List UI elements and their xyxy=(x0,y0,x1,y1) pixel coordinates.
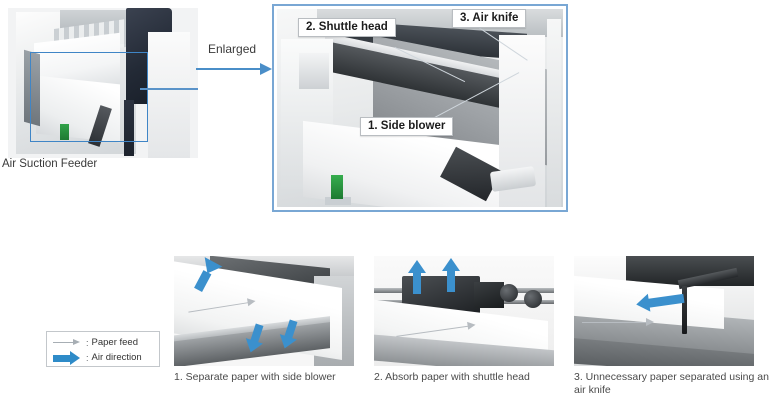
step-2-photo xyxy=(374,256,554,366)
step-3-photo xyxy=(574,256,754,366)
legend-label-air-direction: Air direction xyxy=(91,352,142,363)
step-panel-2 xyxy=(374,256,554,366)
green-indicator xyxy=(60,124,69,140)
air-arrow-2a xyxy=(408,260,426,294)
step-1-caption: 1. Separate paper with side blower xyxy=(174,371,336,383)
step-1-photo xyxy=(174,256,354,366)
callout-shuttle-head[interactable]: 2. Shuttle head xyxy=(298,18,396,37)
enlarged-left-block xyxy=(299,53,329,89)
enlarged-arrow-head xyxy=(260,63,272,75)
highlight-region-box xyxy=(30,52,148,142)
machine-dark-column xyxy=(124,100,134,156)
enlarged-green-indicator xyxy=(331,175,343,199)
enlarged-green-base xyxy=(325,197,351,205)
enlarged-arrow xyxy=(196,62,276,76)
legend-label-paper-feed: Paper feed xyxy=(91,337,138,348)
legend-row-air-direction: : Air direction xyxy=(51,350,155,365)
highlight-connector-line xyxy=(140,88,198,90)
paper-feed-arrow-3 xyxy=(582,318,658,327)
step-panel-3 xyxy=(574,256,754,366)
air-arrow-2b xyxy=(442,258,460,292)
air-suction-feeder-figure xyxy=(8,8,198,158)
enlarged-right-edge xyxy=(547,19,561,207)
enlarged-photo xyxy=(277,9,563,207)
step-panel-1 xyxy=(174,256,354,366)
legend-separator-air-direction: : xyxy=(86,352,89,363)
legend-box: : Paper feed : Air direction xyxy=(46,331,160,367)
callout-air-knife[interactable]: 3. Air knife xyxy=(452,9,527,28)
feeder-photo xyxy=(8,8,198,158)
enlarged-arrow-shaft xyxy=(196,68,262,70)
legend-separator-paper-feed: : xyxy=(86,337,89,348)
enlarged-view-figure: 2. Shuttle head 3. Air knife 1. Side blo… xyxy=(272,4,568,212)
legend-row-paper-feed: : Paper feed xyxy=(51,335,155,350)
step-2-caption: 2. Absorb paper with shuttle head xyxy=(374,371,530,383)
air-suction-feeder-caption: Air Suction Feeder xyxy=(2,158,98,170)
thick-arrow-icon xyxy=(51,351,85,365)
thin-arrow-icon xyxy=(51,336,85,349)
step-3-caption: 3. Unnecessary paper separated using an … xyxy=(574,371,769,396)
machine-right-panel xyxy=(148,32,190,158)
callout-side-blower[interactable]: 1. Side blower xyxy=(360,117,454,136)
enlarged-label: Enlarged xyxy=(208,42,257,56)
